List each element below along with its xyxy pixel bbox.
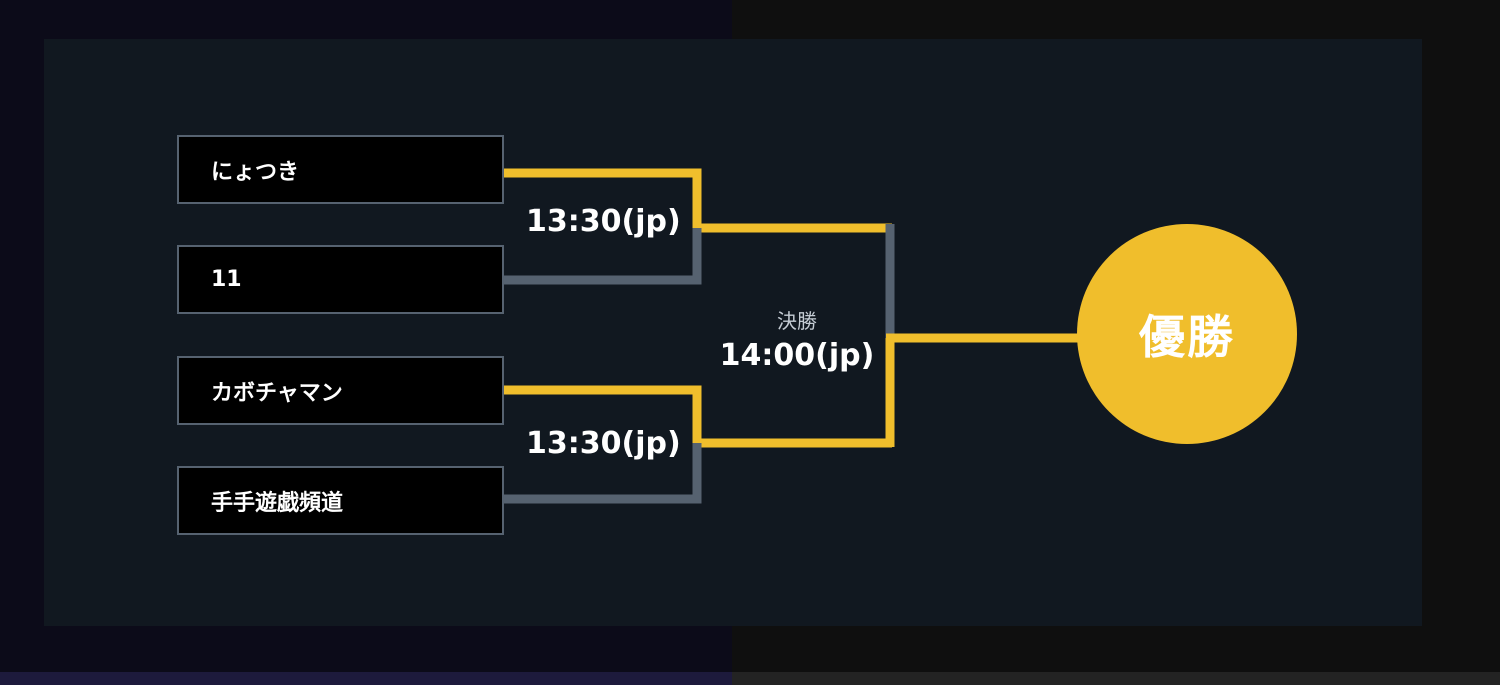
player-name-4: 手手遊戯頻道: [211, 490, 344, 516]
semi1-line-top: [504, 168, 892, 233]
player-name-1: にょつき: [211, 159, 300, 185]
player-box-2: 11: [177, 245, 504, 314]
semi2-line-top: [504, 385, 892, 448]
player-box-4: 手手遊戯頻道: [177, 466, 504, 535]
player-name-2: 11: [211, 267, 242, 292]
player-box-1: にょつき: [177, 135, 504, 204]
semifinal-2-time: 13:30(jp): [526, 426, 681, 461]
player-name-3: カボチャマン: [211, 380, 343, 406]
semi2-line-bottom: [504, 443, 702, 504]
champion-circle: 優勝: [1077, 224, 1297, 444]
background-strip-right: [732, 672, 1500, 685]
final-caption: 決勝: [777, 309, 817, 333]
semi1-line-bottom: [504, 228, 702, 285]
final-time: 14:00(jp): [719, 338, 875, 373]
player-box-3: カボチャマン: [177, 356, 504, 425]
champion-label: 優勝: [1139, 310, 1235, 364]
background-strip-left: [0, 672, 732, 685]
semifinal-1-time: 13:30(jp): [526, 204, 681, 239]
